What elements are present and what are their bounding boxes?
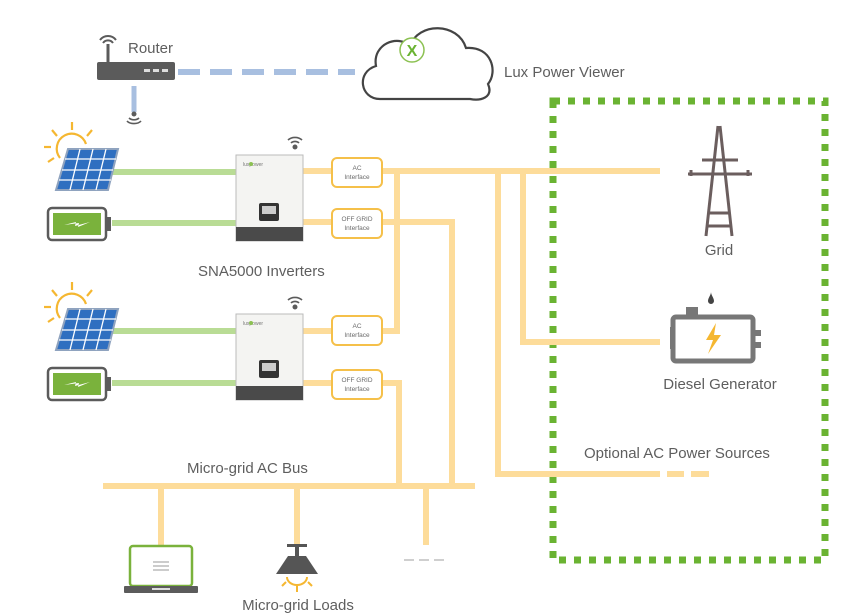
charge-bolt-icon	[64, 222, 90, 227]
router-wifi-icon	[126, 111, 142, 125]
ceiling-lamp-icon	[276, 544, 318, 592]
inverter-2: luxpower	[235, 296, 304, 401]
inverters-label: SNA5000 Inverters	[198, 263, 325, 280]
offgrid-interface-port-1: OFF GRID Interface	[331, 208, 383, 239]
battery-2	[46, 366, 111, 402]
inverter-1: luxpower	[235, 136, 304, 242]
solar-panel-2	[44, 282, 120, 351]
wifi-icon	[99, 35, 117, 62]
svg-text:AC: AC	[352, 165, 361, 172]
svg-text:OFF GRID: OFF GRID	[341, 216, 372, 223]
svg-text:X: X	[407, 43, 418, 60]
lux-logo	[399, 37, 425, 63]
fuel-drop-icon	[708, 292, 714, 304]
router-body	[97, 62, 175, 80]
laptop-icon	[124, 544, 198, 593]
svg-text:luxpower: luxpower	[243, 321, 263, 327]
router	[97, 35, 175, 125]
optional-sources-zone	[549, 97, 829, 564]
ac-wiring	[103, 168, 709, 545]
svg-text:Interface: Interface	[344, 225, 370, 232]
bus-label: Micro-grid AC Bus	[187, 460, 308, 477]
optional-sources-label: Optional AC Power Sources	[584, 445, 770, 462]
ac-interface-port-1: AC Interface	[331, 157, 383, 188]
loads-label: Micro-grid Loads	[242, 597, 354, 614]
svg-text:AC: AC	[352, 323, 361, 330]
wifi-icon	[287, 136, 303, 150]
sun-icon	[44, 122, 93, 163]
power-bolt-icon	[706, 323, 721, 354]
generator-label: Diesel Generator	[663, 376, 776, 393]
cloud-icon: X	[361, 27, 494, 101]
diesel-generator-icon	[670, 292, 761, 364]
offgrid-interface-port-2: OFF GRID Interface	[331, 369, 383, 400]
ac-line-parallel	[382, 171, 400, 334]
grid-label: Grid	[705, 242, 733, 259]
ac-line-optional	[495, 171, 660, 477]
sun-icon	[44, 282, 93, 323]
svg-text:OFF GRID: OFF GRID	[341, 377, 372, 384]
svg-text:Interface: Interface	[344, 386, 370, 393]
charge-bolt-icon	[64, 382, 90, 387]
wifi-icon	[287, 296, 303, 310]
svg-text:Interface: Interface	[344, 174, 370, 181]
svg-text:luxpower: luxpower	[243, 162, 263, 168]
ac-interface-port-2: AC Interface	[331, 315, 383, 346]
ac-line-generator	[520, 171, 660, 345]
grid-pylon-icon	[688, 125, 752, 237]
solar-panel-1	[44, 122, 120, 191]
battery-1	[46, 206, 111, 242]
cloud-label: Lux Power Viewer	[504, 64, 625, 81]
ac-line-offgrid-1	[303, 219, 455, 486]
router-label: Router	[128, 40, 173, 57]
svg-text:Interface: Interface	[344, 332, 370, 339]
